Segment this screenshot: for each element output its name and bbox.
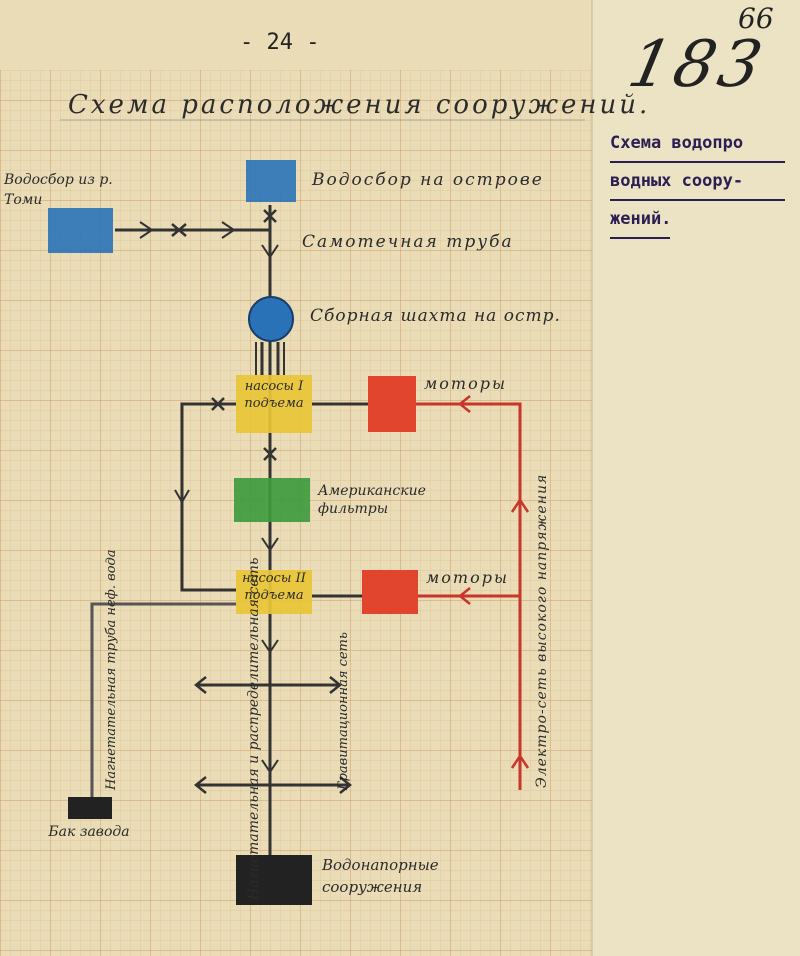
label-intake-river: Водосбор из р. Томи [4, 172, 113, 208]
label-pumps-2: насосы II подъема [242, 571, 306, 603]
river-intake-block [48, 208, 113, 253]
label-pumps-1: насосы I подъема [244, 379, 304, 411]
motor-2-block [362, 570, 418, 614]
label-tank: Бак завода [48, 824, 130, 840]
factory-tank-block [68, 797, 112, 819]
label-water-tower: Водонапорные сооружения [322, 856, 439, 896]
motor-1-block [368, 376, 416, 432]
page-number: - 24 - [240, 30, 320, 55]
collecting-well-circle [248, 296, 294, 342]
label-motors-1: моторы [424, 374, 507, 393]
filter-block [234, 478, 310, 522]
side-note-line-1: Схема водопро [610, 125, 785, 163]
label-power-grid: Электро-сеть высокого напряжения [534, 473, 550, 788]
side-note-line-3: жений. [610, 201, 671, 239]
label-intake-island: Водосбор на острове [312, 170, 544, 190]
side-note-line-2: водных соору- [610, 163, 785, 201]
water-tower-block [236, 855, 312, 905]
label-filters: Американские фильтры [318, 483, 426, 517]
power-line [416, 402, 522, 790]
side-note: Схема водопро водных соору- жений. [610, 125, 785, 239]
island-intake-block [246, 160, 296, 202]
label-pipe-factory: Нагнетательная труба неф. вода [104, 549, 119, 790]
pump-2-block [236, 570, 312, 614]
label-motors-2: моторы [426, 568, 509, 587]
page-title: Схема расположения сооружений. [68, 90, 651, 120]
pump-1-block [236, 375, 312, 433]
bypass-pipe [180, 402, 236, 592]
folio-number-extra: 66 [738, 2, 774, 35]
label-collecting-well: Сборная шахта на остр. [310, 306, 561, 326]
factory-pipe [90, 602, 236, 800]
label-main-pipe: Нагнетательная и распределительная сеть [246, 557, 262, 900]
label-gravity-pipe: Самотечная труба [302, 232, 514, 252]
label-pipe-network: Гравитационная сеть [336, 632, 351, 790]
